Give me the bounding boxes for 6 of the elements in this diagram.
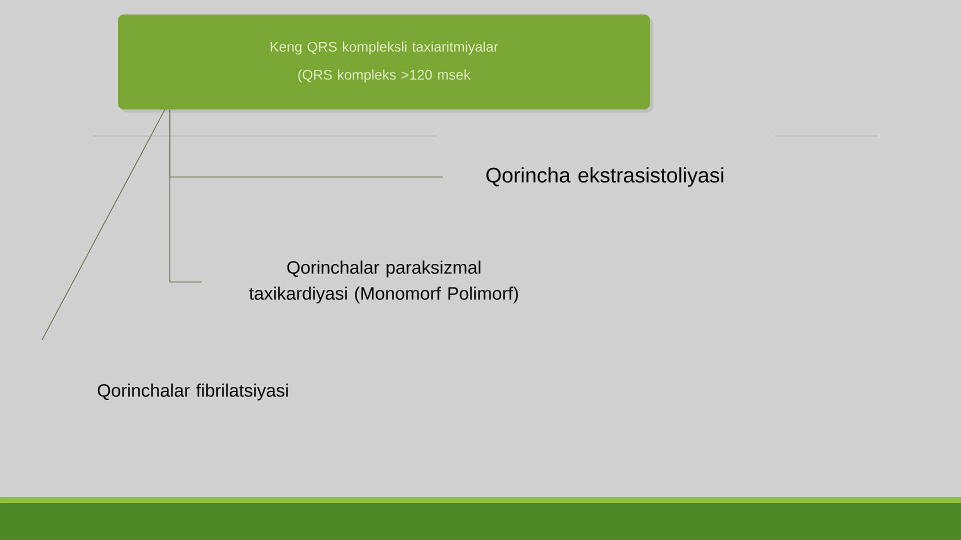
title-box: Keng QRS kompleksli taxiaritmiyalar (QRS kompleks >120 msek [118,14,650,110]
item-label: Qorincha ekstrasistoliyasi [486,167,724,187]
connector-line [42,109,166,340]
item-label: Qorinchalar paraksizmal taxikardiyasi (Monomorf Polimorf) [249,260,518,304]
item-label: Qorinchalar fibrilatsiyasi [98,384,288,400]
connector-line [169,109,202,282]
